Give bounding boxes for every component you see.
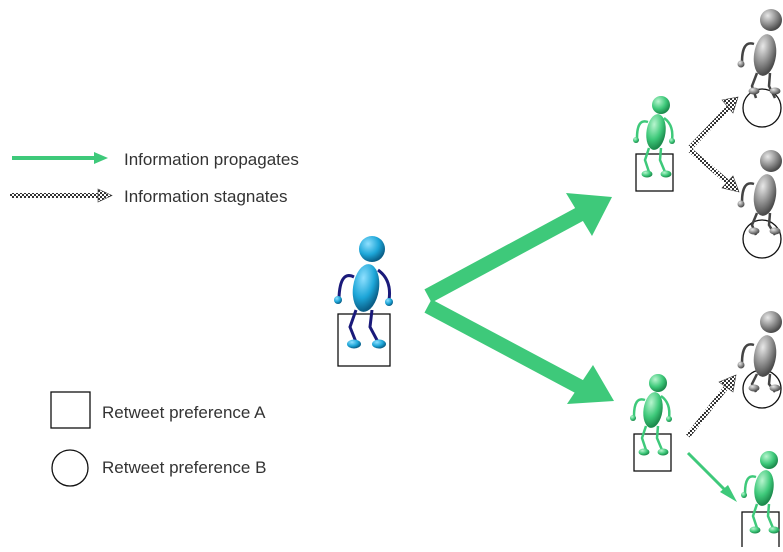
legend-pref-a-label: Retweet preference A bbox=[102, 403, 266, 422]
stagnation-arrows bbox=[686, 96, 740, 438]
lower-active-person bbox=[630, 374, 672, 472]
source-person bbox=[334, 236, 393, 367]
legend-pref-b-label: Retweet preference B bbox=[102, 458, 266, 477]
dotted-arrow-icon bbox=[686, 374, 737, 438]
bottom-right-active-person bbox=[741, 451, 780, 550]
inactive-person-2 bbox=[737, 150, 782, 259]
circle-preference-icon bbox=[51, 449, 89, 487]
person-figure-icon bbox=[334, 236, 393, 349]
green-arrow-icon bbox=[424, 193, 612, 303]
circle-preference-icon bbox=[742, 88, 782, 128]
dotted-arrow-icon bbox=[688, 96, 739, 150]
inactive-person-1 bbox=[737, 9, 782, 128]
propagation-arrows bbox=[424, 193, 737, 502]
green-arrow-icon bbox=[424, 299, 614, 404]
person-figure-icon bbox=[737, 9, 782, 99]
person-figure-icon bbox=[741, 451, 780, 534]
green-arrow-icon bbox=[686, 451, 737, 502]
dotted-arrow-icon bbox=[688, 148, 740, 193]
circle-preference-icon bbox=[742, 219, 782, 259]
legend-propagates-label: Information propagates bbox=[124, 150, 299, 169]
legend-stagnates-label: Information stagnates bbox=[124, 187, 287, 206]
person-figure-icon bbox=[737, 150, 782, 236]
square-preference-icon bbox=[50, 391, 91, 429]
legend: Information propagates Information stagn… bbox=[10, 150, 299, 487]
inactive-person-3 bbox=[737, 311, 782, 409]
person-figure-icon bbox=[633, 96, 675, 178]
person-figure-icon bbox=[737, 311, 782, 393]
person-figure-icon bbox=[630, 374, 672, 456]
upper-active-person bbox=[633, 96, 675, 192]
green-arrow-icon bbox=[12, 152, 108, 164]
dotted-arrow-icon bbox=[10, 188, 113, 203]
